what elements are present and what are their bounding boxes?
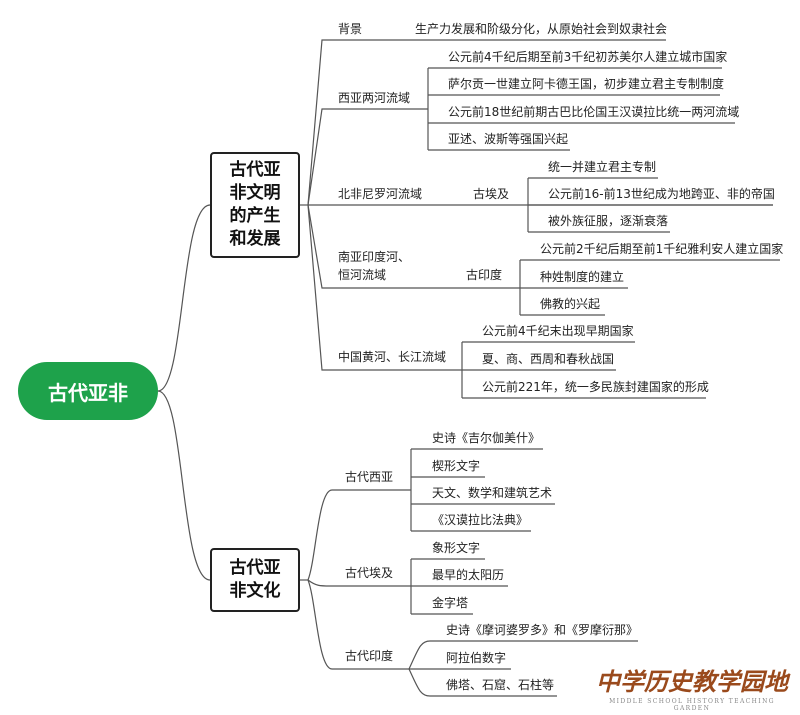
leaf-node[interactable]: 夏、商、西周和春秋战国: [482, 352, 615, 366]
leaf-node[interactable]: 公元前4千纪末出现早期国家: [482, 324, 634, 338]
connector-line: [408, 668, 431, 697]
root-label: 古代亚非: [48, 380, 128, 405]
leaf-node[interactable]: 天文、数学和建筑艺术: [432, 486, 553, 500]
leaf-node[interactable]: 公元前221年，统一多民族封建国家的形成: [482, 380, 709, 394]
node-label[interactable]: 西亚两河流域: [338, 91, 411, 105]
leaf-node[interactable]: 佛教的兴起: [540, 297, 601, 311]
node-label[interactable]: 恒河流域: [338, 268, 387, 282]
leaf-node[interactable]: 阿拉伯数字: [446, 651, 507, 665]
leaf-node[interactable]: 《汉谟拉比法典》: [432, 513, 529, 527]
connector-line: [307, 579, 333, 670]
connector-line: [157, 204, 211, 392]
leaf-node[interactable]: 生产力发展和阶级分化，从原始社会到奴隶社会: [415, 22, 668, 36]
connector-line: [307, 204, 330, 289]
leaf-node[interactable]: 亚述、波斯等强国兴起: [448, 132, 569, 146]
branch-title-line: 的产生: [229, 206, 281, 226]
branch-title-line: 古代亚: [229, 160, 281, 180]
leaf-node[interactable]: 佛塔、石窟、石柱等: [446, 678, 555, 692]
connector-line: [307, 108, 330, 206]
leaf-node[interactable]: 萨尔贡一世建立阿卡德王国，初步建立君主专制制度: [448, 77, 725, 91]
connector-line: [307, 579, 331, 587]
sub-node-label[interactable]: 古埃及: [473, 187, 510, 201]
leaf-node[interactable]: 统一并建立君主专制: [548, 160, 657, 174]
leaf-node[interactable]: 楔形文字: [432, 459, 481, 473]
watermark-subtitle: MIDDLE SCHOOL HISTORY TEACHING GARDEN: [609, 698, 775, 712]
connector-line: [307, 204, 330, 371]
node-label[interactable]: 古代印度: [345, 649, 394, 663]
connector-line: [157, 390, 211, 581]
sub-node-label[interactable]: 古印度: [466, 268, 503, 282]
connector-line: [307, 489, 333, 581]
node-label[interactable]: 古代西亚: [345, 470, 394, 484]
branch-title-line: 非文明: [229, 183, 281, 203]
leaf-node[interactable]: 被外族征服，逐渐衰落: [548, 214, 669, 228]
leaf-node[interactable]: 史诗《摩诃婆罗多》和《罗摩衍那》: [446, 623, 639, 637]
node-label[interactable]: 北非尼罗河流域: [338, 187, 423, 201]
leaf-node[interactable]: 金字塔: [432, 596, 469, 610]
branch-title-line: 和发展: [229, 229, 281, 249]
branch-node-culture[interactable]: 古代亚 非文化: [210, 548, 300, 612]
branch-title-line: 古代亚: [229, 558, 281, 578]
node-label[interactable]: 背景: [338, 22, 363, 36]
node-label[interactable]: 南亚印度河、: [338, 250, 411, 264]
watermark-logo: 中学历史教学园地 MIDDLE SCHOOL HISTORY TEACHING …: [592, 662, 792, 712]
branch-title-line: 非文化: [229, 581, 281, 601]
leaf-node[interactable]: 公元前16-前13世纪成为地跨亚、非的帝国: [548, 187, 775, 201]
root-node[interactable]: 古代亚非: [18, 362, 158, 420]
watermark-title: 中学历史教学园地: [596, 667, 788, 696]
leaf-node[interactable]: 种姓制度的建立: [540, 270, 625, 284]
leaf-node[interactable]: 最早的太阳历: [432, 568, 505, 582]
leaf-node[interactable]: 象形文字: [432, 541, 481, 555]
node-label[interactable]: 中国黄河、长江流域: [338, 350, 447, 364]
leaf-node[interactable]: 公元前18世纪前期古巴比伦国王汉谟拉比统一两河流域: [448, 105, 740, 119]
leaf-node[interactable]: 公元前2千纪后期至前1千纪雅利安人建立国家: [540, 242, 784, 256]
node-label[interactable]: 古代埃及: [345, 566, 394, 580]
connector-line: [307, 39, 330, 206]
connector-line: [408, 640, 431, 670]
leaf-node[interactable]: 公元前4千纪后期至前3千纪初苏美尔人建立城市国家: [448, 50, 728, 64]
leaf-node[interactable]: 史诗《吉尔伽美什》: [432, 431, 541, 445]
branch-node-origin-development[interactable]: 古代亚 非文明 的产生 和发展: [210, 152, 300, 258]
